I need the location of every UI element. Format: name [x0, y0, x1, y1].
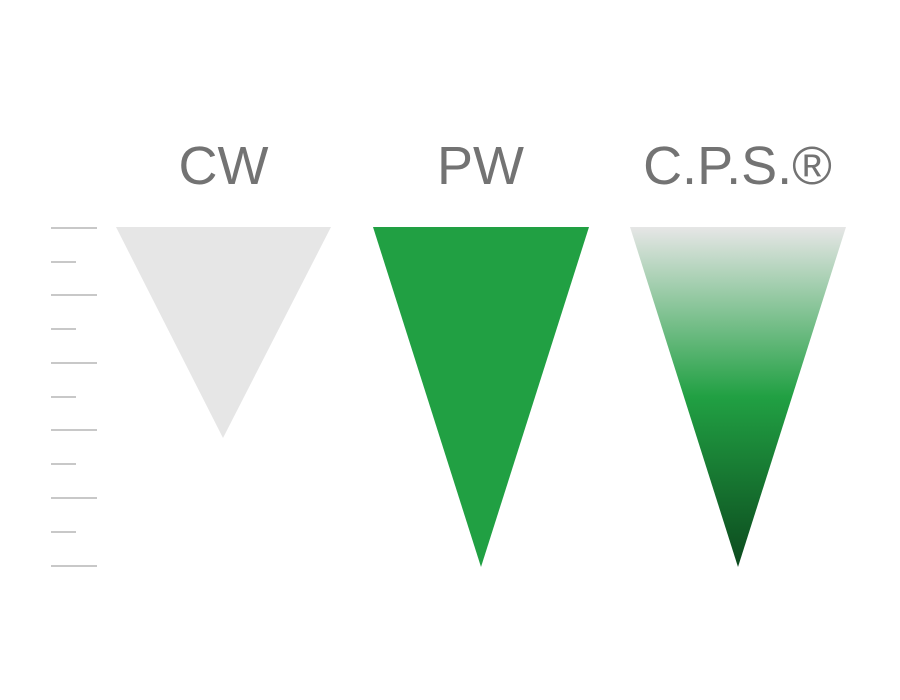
label-cw: CW: [178, 136, 269, 196]
pw-triangle: [373, 227, 589, 567]
cps-triangle: [630, 227, 846, 567]
depth-scale: [51, 227, 97, 567]
label-pw: PW: [437, 136, 524, 196]
label-cps: C.P.S.®: [643, 136, 832, 196]
cw-triangle: [116, 227, 331, 438]
